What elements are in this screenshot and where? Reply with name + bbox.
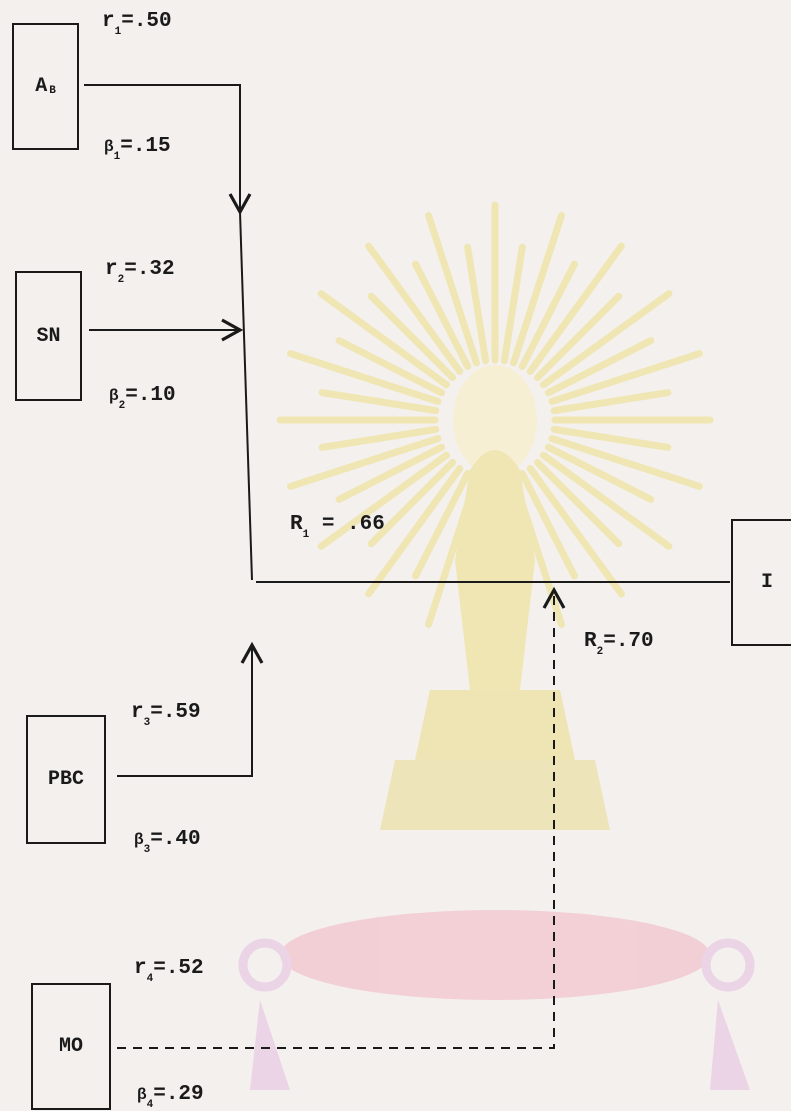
r3-subscript: 3: [143, 717, 151, 730]
seal-ray: [544, 443, 655, 503]
seal-ray: [510, 212, 565, 367]
r1-value: =.50: [121, 10, 172, 33]
r4-subscript: 4: [146, 973, 154, 986]
label-r3: r3=.59: [131, 701, 201, 730]
seal-ray: [317, 451, 450, 550]
seal-ray: [550, 389, 672, 415]
seal-ray: [367, 458, 457, 548]
node-mo-label: MO: [58, 1035, 83, 1058]
seal-scroll-left: [238, 938, 292, 992]
b1-symbol: β: [104, 138, 114, 156]
seal-ray: [287, 350, 442, 405]
seal-ray: [425, 212, 480, 367]
seal-ray: [367, 292, 457, 382]
junction-vertical-line: [239, 211, 253, 581]
label-b1: β1=.15: [104, 135, 171, 164]
b2-value: =.10: [125, 384, 176, 407]
label-R2: R2=.70: [584, 630, 654, 659]
r4-value: =.52: [153, 957, 204, 980]
r2-value: =.32: [124, 258, 175, 281]
seal-ray: [550, 425, 672, 451]
node-ab-label: A: [35, 75, 48, 98]
university-seal-watermark: [238, 201, 755, 1090]
r2-subscript: 2: [117, 274, 125, 287]
label-b2: β2=.10: [109, 384, 176, 413]
R2-subscript: 2: [596, 646, 604, 659]
node-pbc: PBC: [26, 715, 106, 844]
label-r1: r1=.50: [102, 10, 172, 39]
arrow-ab-to-junction: [84, 84, 252, 216]
seal-ray: [412, 469, 472, 580]
arrow-mo-dashed: [117, 586, 566, 1049]
node-sn-label: SN: [36, 324, 61, 348]
seal-ray: [464, 243, 490, 365]
seal-halo: [453, 365, 537, 475]
seal-ray: [365, 465, 464, 598]
node-i-label: I: [761, 571, 774, 594]
b1-value: =.15: [120, 135, 171, 158]
seal-ray: [526, 242, 625, 375]
seal-ray: [544, 337, 655, 397]
b4-subscript: 4: [146, 1099, 154, 1111]
label-r2: r2=.32: [105, 258, 175, 287]
seal-ray: [365, 242, 464, 375]
label-r4: r4=.52: [134, 957, 204, 986]
R1-subscript: 1: [302, 529, 310, 542]
R1-symbol: R: [290, 513, 303, 536]
r3-value: =.59: [150, 701, 201, 724]
b2-symbol: β: [109, 387, 119, 405]
R2-symbol: R: [584, 630, 597, 653]
label-R1: R1 = .66: [290, 513, 385, 542]
seal-tassel-right: [710, 1000, 750, 1090]
seal-ray: [412, 260, 472, 371]
seal-ray: [287, 435, 442, 490]
seal-ray: [540, 290, 673, 389]
seal-ray: [518, 469, 578, 580]
seal-scroll-right: [701, 938, 755, 992]
label-b4: β4=.29: [137, 1083, 204, 1111]
r4-symbol: r: [134, 957, 147, 980]
node-i: I: [731, 519, 791, 646]
seal-tassel-left: [250, 1000, 290, 1090]
seal-ray: [540, 451, 673, 550]
seal-ray: [533, 458, 623, 548]
seal-ray: [548, 435, 703, 490]
seal-ray: [518, 260, 578, 371]
r3-symbol: r: [131, 701, 144, 724]
node-ab-subscript: B: [49, 84, 56, 97]
label-b3: β3=.40: [134, 828, 201, 857]
seal-base: [415, 690, 575, 760]
b4-value: =.29: [153, 1083, 204, 1106]
node-sn: SN: [15, 271, 82, 401]
seal-ray: [335, 337, 446, 397]
seal-ray: [533, 292, 623, 382]
node-mo: MO: [31, 983, 111, 1110]
seal-ray: [317, 290, 450, 389]
seal-ray: [318, 389, 440, 415]
seal-ray: [318, 425, 440, 451]
b3-value: =.40: [150, 828, 201, 851]
R1-value: = .66: [309, 513, 385, 536]
node-pbc-label: PBC: [47, 768, 84, 791]
r1-subscript: 1: [114, 26, 122, 39]
r1-symbol: r: [102, 10, 115, 33]
arrow-pbc-to-junction: [117, 641, 264, 777]
seal-ray: [526, 465, 625, 598]
seal-cushion: [280, 910, 710, 1000]
b2-subscript: 2: [118, 400, 126, 413]
R2-value: =.70: [603, 630, 654, 653]
b4-symbol: β: [137, 1086, 147, 1104]
seal-ray: [335, 443, 446, 503]
seal-ray: [500, 243, 526, 365]
r2-symbol: r: [105, 258, 118, 281]
seal-ray: [548, 350, 703, 405]
seal-crown: [455, 450, 535, 690]
b3-symbol: β: [134, 831, 144, 849]
b3-subscript: 3: [143, 844, 151, 857]
seal-pedestal: [380, 760, 610, 830]
b1-subscript: 1: [113, 151, 121, 164]
